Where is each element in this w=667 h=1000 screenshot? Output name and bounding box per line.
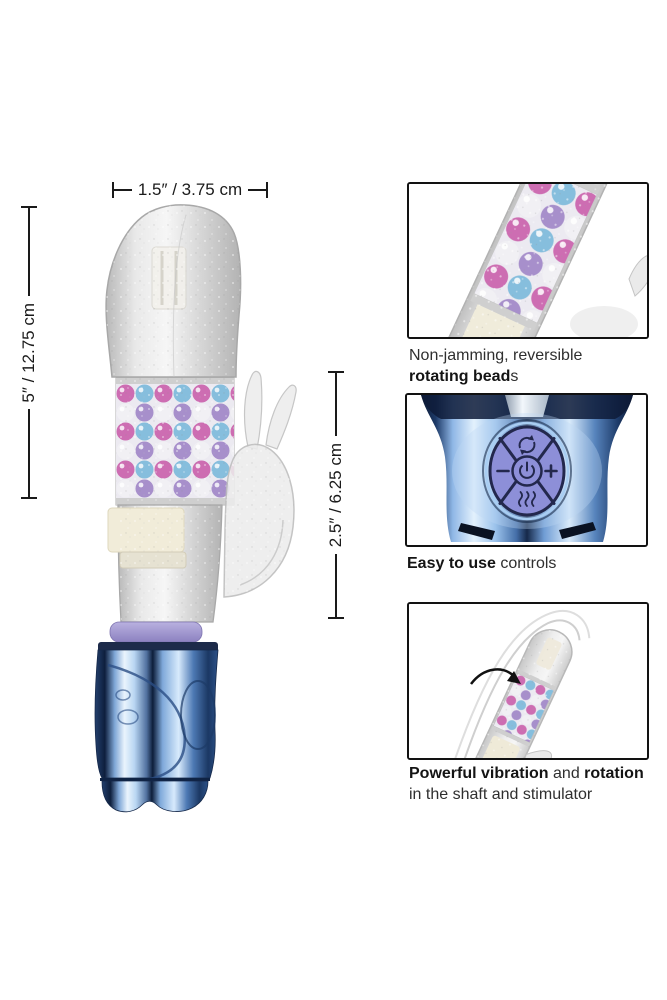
rotation-arrow-icon (470, 668, 521, 685)
tilted-product (452, 610, 591, 758)
caption-controls: Easy to use controls (407, 553, 556, 574)
rabbit-ear-hint (628, 255, 647, 297)
rotation-icon (518, 435, 536, 455)
purple-ring (109, 621, 203, 643)
dimension-line (28, 208, 30, 296)
caption-mid: and (548, 765, 585, 782)
dimension-tick (328, 371, 344, 373)
callout-panel-rotating-beads (407, 182, 649, 339)
dimension-tick (21, 206, 37, 208)
dimension-tick (328, 617, 344, 620)
control-pad (482, 419, 572, 523)
product-head (105, 204, 242, 378)
plus-icon (544, 464, 558, 478)
caption-line: Non-jamming, reversible (409, 347, 583, 364)
dimension-head-width: 1.5″ / 3.75 cm (112, 180, 269, 199)
dimension-line (335, 554, 337, 618)
product-lower-shaft (107, 504, 223, 623)
caption-bold: rotation (584, 765, 644, 782)
caption-line: in the shaft and stimulator (409, 786, 593, 803)
caption-bold: rotating bead (409, 368, 511, 385)
rotating-beads-closeup-image (409, 184, 647, 337)
caption-rotating-beads: Non-jamming, reversible rotating beads (409, 345, 582, 387)
vibration-outline (463, 619, 581, 758)
dimension-line (28, 409, 30, 498)
vibration-outline (452, 610, 591, 758)
callout-panel-controls (405, 393, 648, 547)
dimension-stimulator-length: 2.5″ / 6.25 cm (326, 371, 345, 620)
dimension-line (335, 373, 337, 436)
battery-cap (180, 680, 216, 750)
dimension-shaft-length: 5″ / 12.75 cm (19, 206, 38, 500)
callout-panel-vibration (407, 602, 649, 760)
caption-bold: Powerful vibration (409, 765, 549, 782)
caption-bold: Easy to use (407, 555, 496, 572)
dimension-line (114, 189, 132, 191)
caption-vibration: Powerful vibration and rotation in the s… (409, 763, 644, 805)
caption-tail: s (510, 368, 519, 385)
handle-knob (505, 395, 549, 417)
dimension-label-shaft-length: 5″ / 12.75 cm (19, 302, 38, 403)
power-icon (519, 461, 535, 479)
vibration-rotation-image (409, 604, 647, 758)
product-image (94, 204, 297, 813)
rotating-beads-section (115, 377, 235, 506)
dimension-line (248, 189, 267, 191)
handle (94, 642, 219, 813)
rabbit-stimulator (223, 370, 297, 598)
controls-closeup-image (407, 395, 646, 545)
dimension-tick (266, 182, 269, 198)
vibration-waves-icon (518, 491, 536, 507)
dimension-tick (112, 182, 114, 198)
caption-tail: controls (495, 555, 557, 572)
handle-vent (559, 522, 596, 539)
dimension-label-stimulator-length: 2.5″ / 6.25 cm (326, 442, 345, 548)
dimension-tick (21, 497, 37, 500)
rabbit-ear-hint (520, 750, 552, 758)
dimension-label-head-width: 1.5″ / 3.75 cm (137, 180, 243, 199)
handle-vent (458, 523, 495, 540)
